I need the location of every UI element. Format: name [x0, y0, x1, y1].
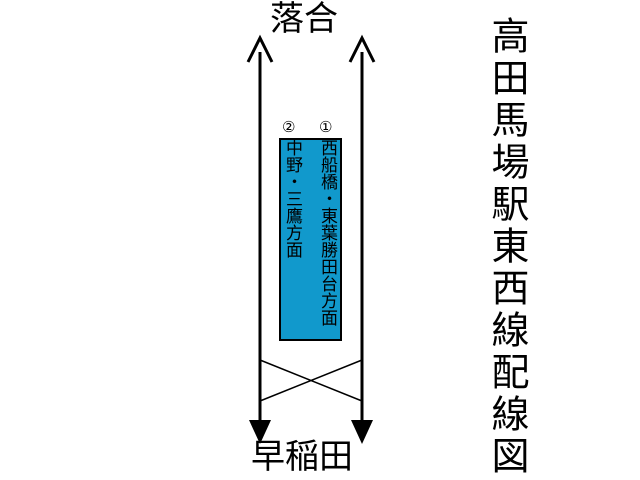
track-1-destination: 西船橋・東葉勝田台方面 — [317, 139, 337, 326]
track-2-number: ② — [282, 118, 296, 136]
track-left-south-arrow — [249, 420, 271, 444]
track-2-destination: 中野・三鷹方面 — [282, 139, 302, 258]
track-left-north-arrow — [246, 34, 274, 63]
station-south-label: 早稲田 — [251, 437, 353, 477]
track-right-south-arrow — [351, 420, 373, 444]
station-north-label: 落合 — [270, 0, 338, 39]
track-right-north-arrow — [348, 34, 376, 63]
track-1-number: ① — [319, 118, 333, 136]
crossover-2 — [259, 359, 363, 402]
island-platform — [279, 138, 342, 341]
diagram-title: 高田馬場駅東西線配線図 — [485, 16, 529, 478]
